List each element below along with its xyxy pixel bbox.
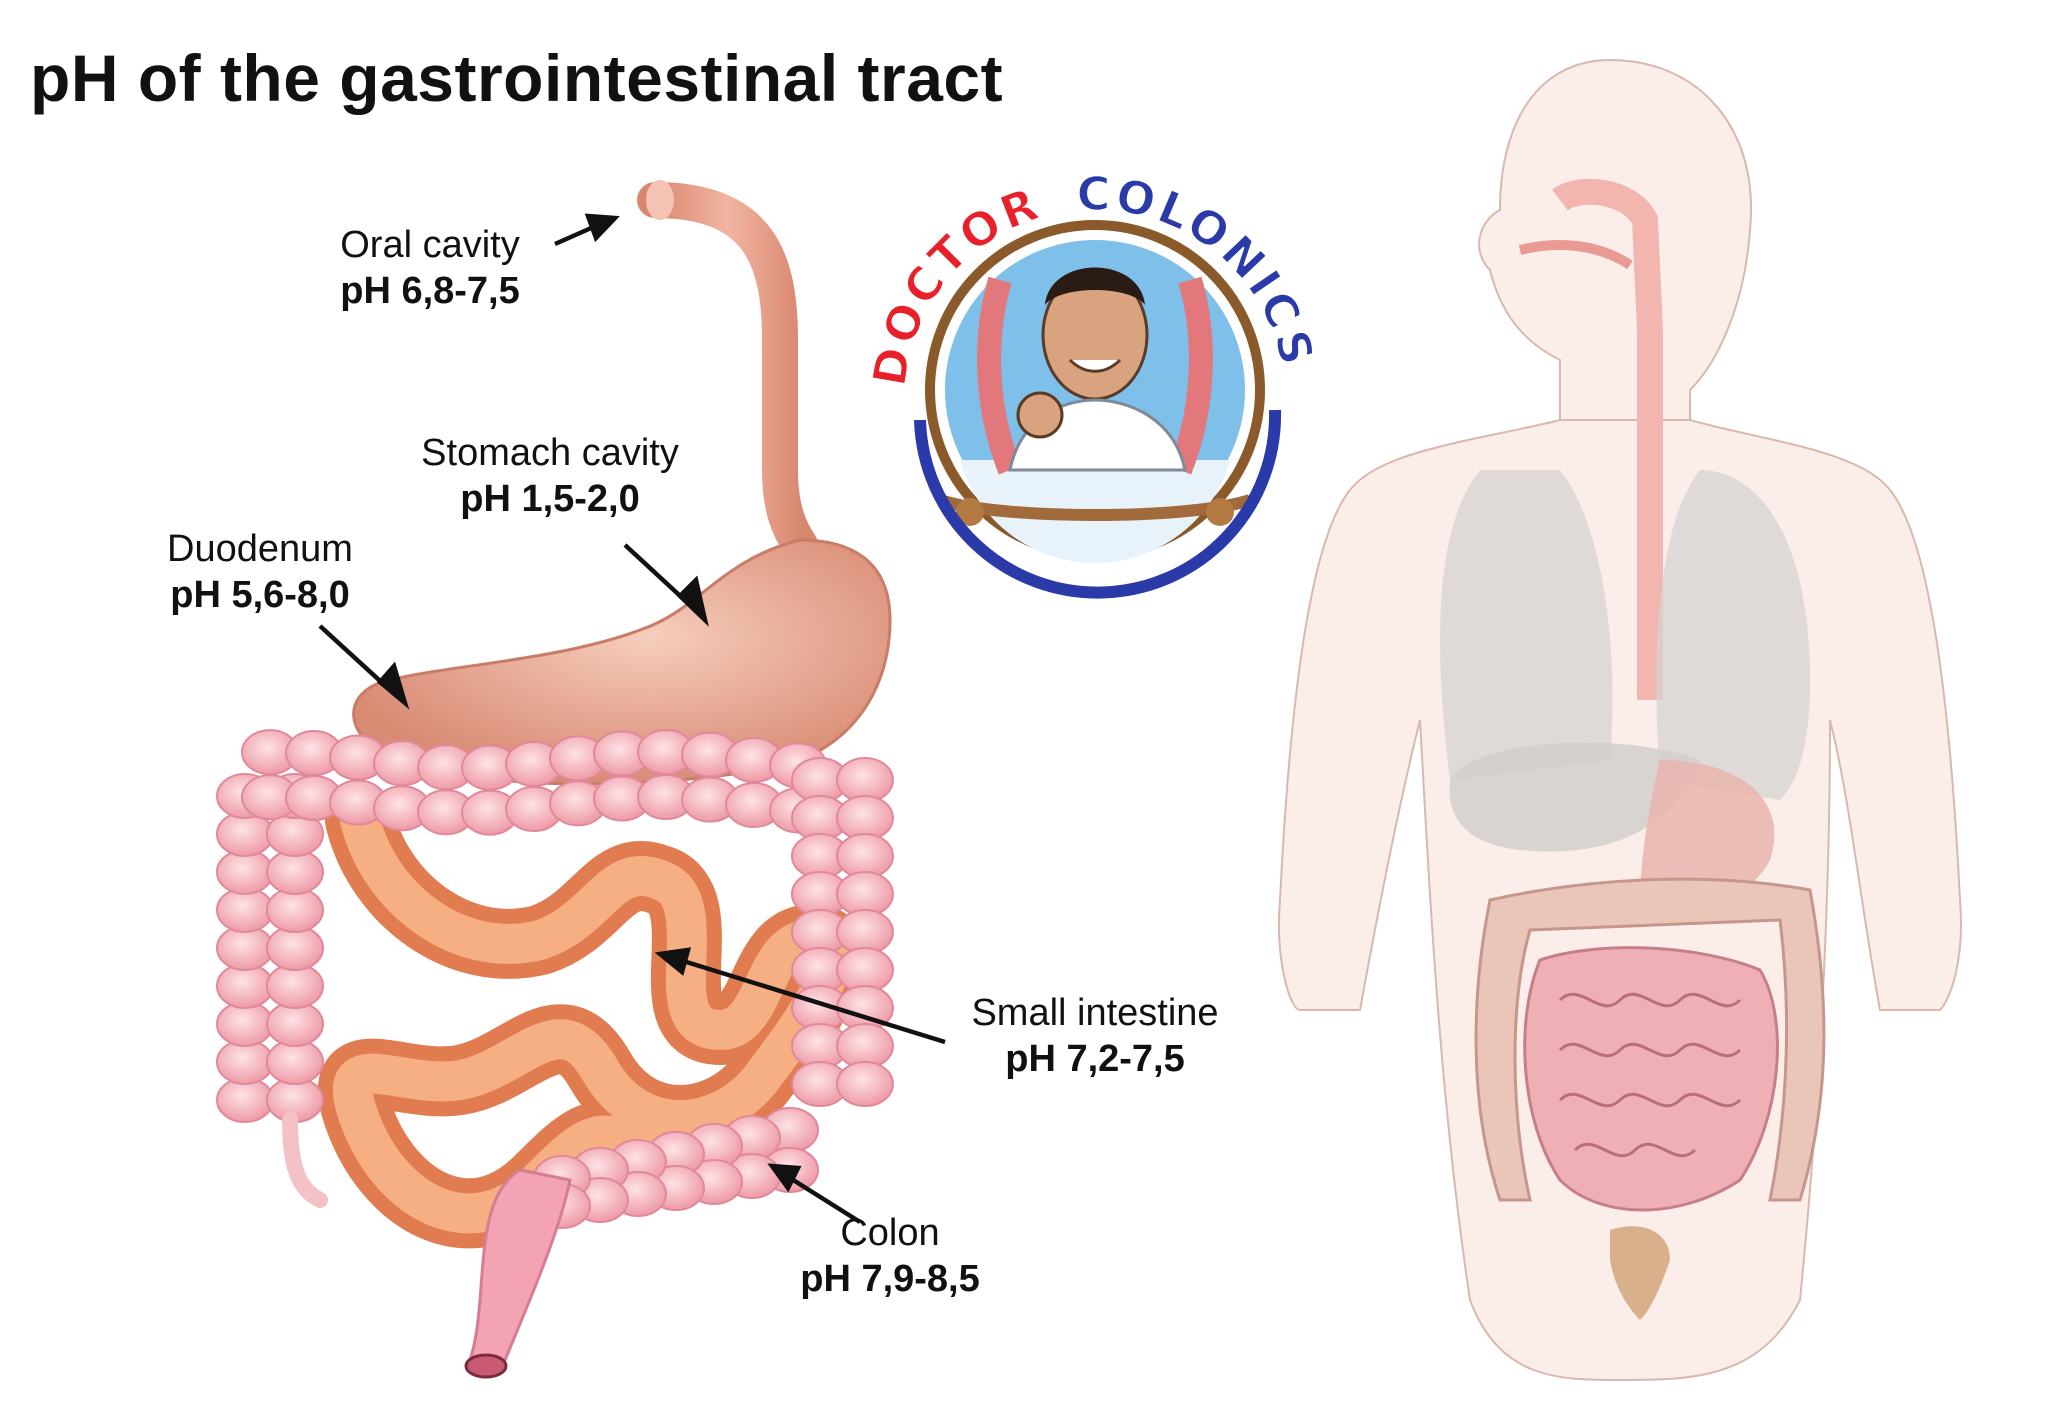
page-title: pH of the gastrointestinal tract xyxy=(30,41,1004,115)
label-colon: Colon pH 7,9-8,5 xyxy=(770,1210,1010,1303)
small-intestine xyxy=(317,785,867,1249)
label-name: Oral cavity xyxy=(340,224,520,266)
label-ph: pH 6,8-7,5 xyxy=(340,270,520,313)
colon-haustrum xyxy=(836,1061,894,1107)
label-name: Stomach cavity xyxy=(421,432,679,474)
colon xyxy=(216,729,894,1229)
label-stomach-cavity: Stomach cavity pH 1,5-2,0 xyxy=(380,430,720,523)
oral-passage xyxy=(1552,178,1663,700)
label-name: Small intestine xyxy=(971,992,1219,1034)
appendix xyxy=(282,1112,328,1208)
figure-stomach xyxy=(1640,760,1775,908)
esophagus xyxy=(637,182,818,563)
label-oral-cavity: Oral cavity pH 6,8-7,5 xyxy=(300,222,560,315)
figure-colon xyxy=(1474,877,1826,1202)
digestive-tract-illustration xyxy=(216,180,946,1379)
label-name: Colon xyxy=(840,1212,940,1254)
pointer-arrows xyxy=(318,213,946,1224)
label-ph: pH 5,6-8,0 xyxy=(170,574,350,617)
label-small-intestine: Small intestine pH 7,2-7,5 xyxy=(935,990,1255,1083)
label-ph: pH 7,2-7,5 xyxy=(1005,1038,1185,1081)
label-ph: pH 1,5-2,0 xyxy=(460,478,640,521)
label-name: Duodenum xyxy=(167,528,353,570)
label-ph: pH 7,9-8,5 xyxy=(800,1258,980,1301)
label-duodenum: Duodenum pH 5,6-8,0 xyxy=(135,526,385,619)
